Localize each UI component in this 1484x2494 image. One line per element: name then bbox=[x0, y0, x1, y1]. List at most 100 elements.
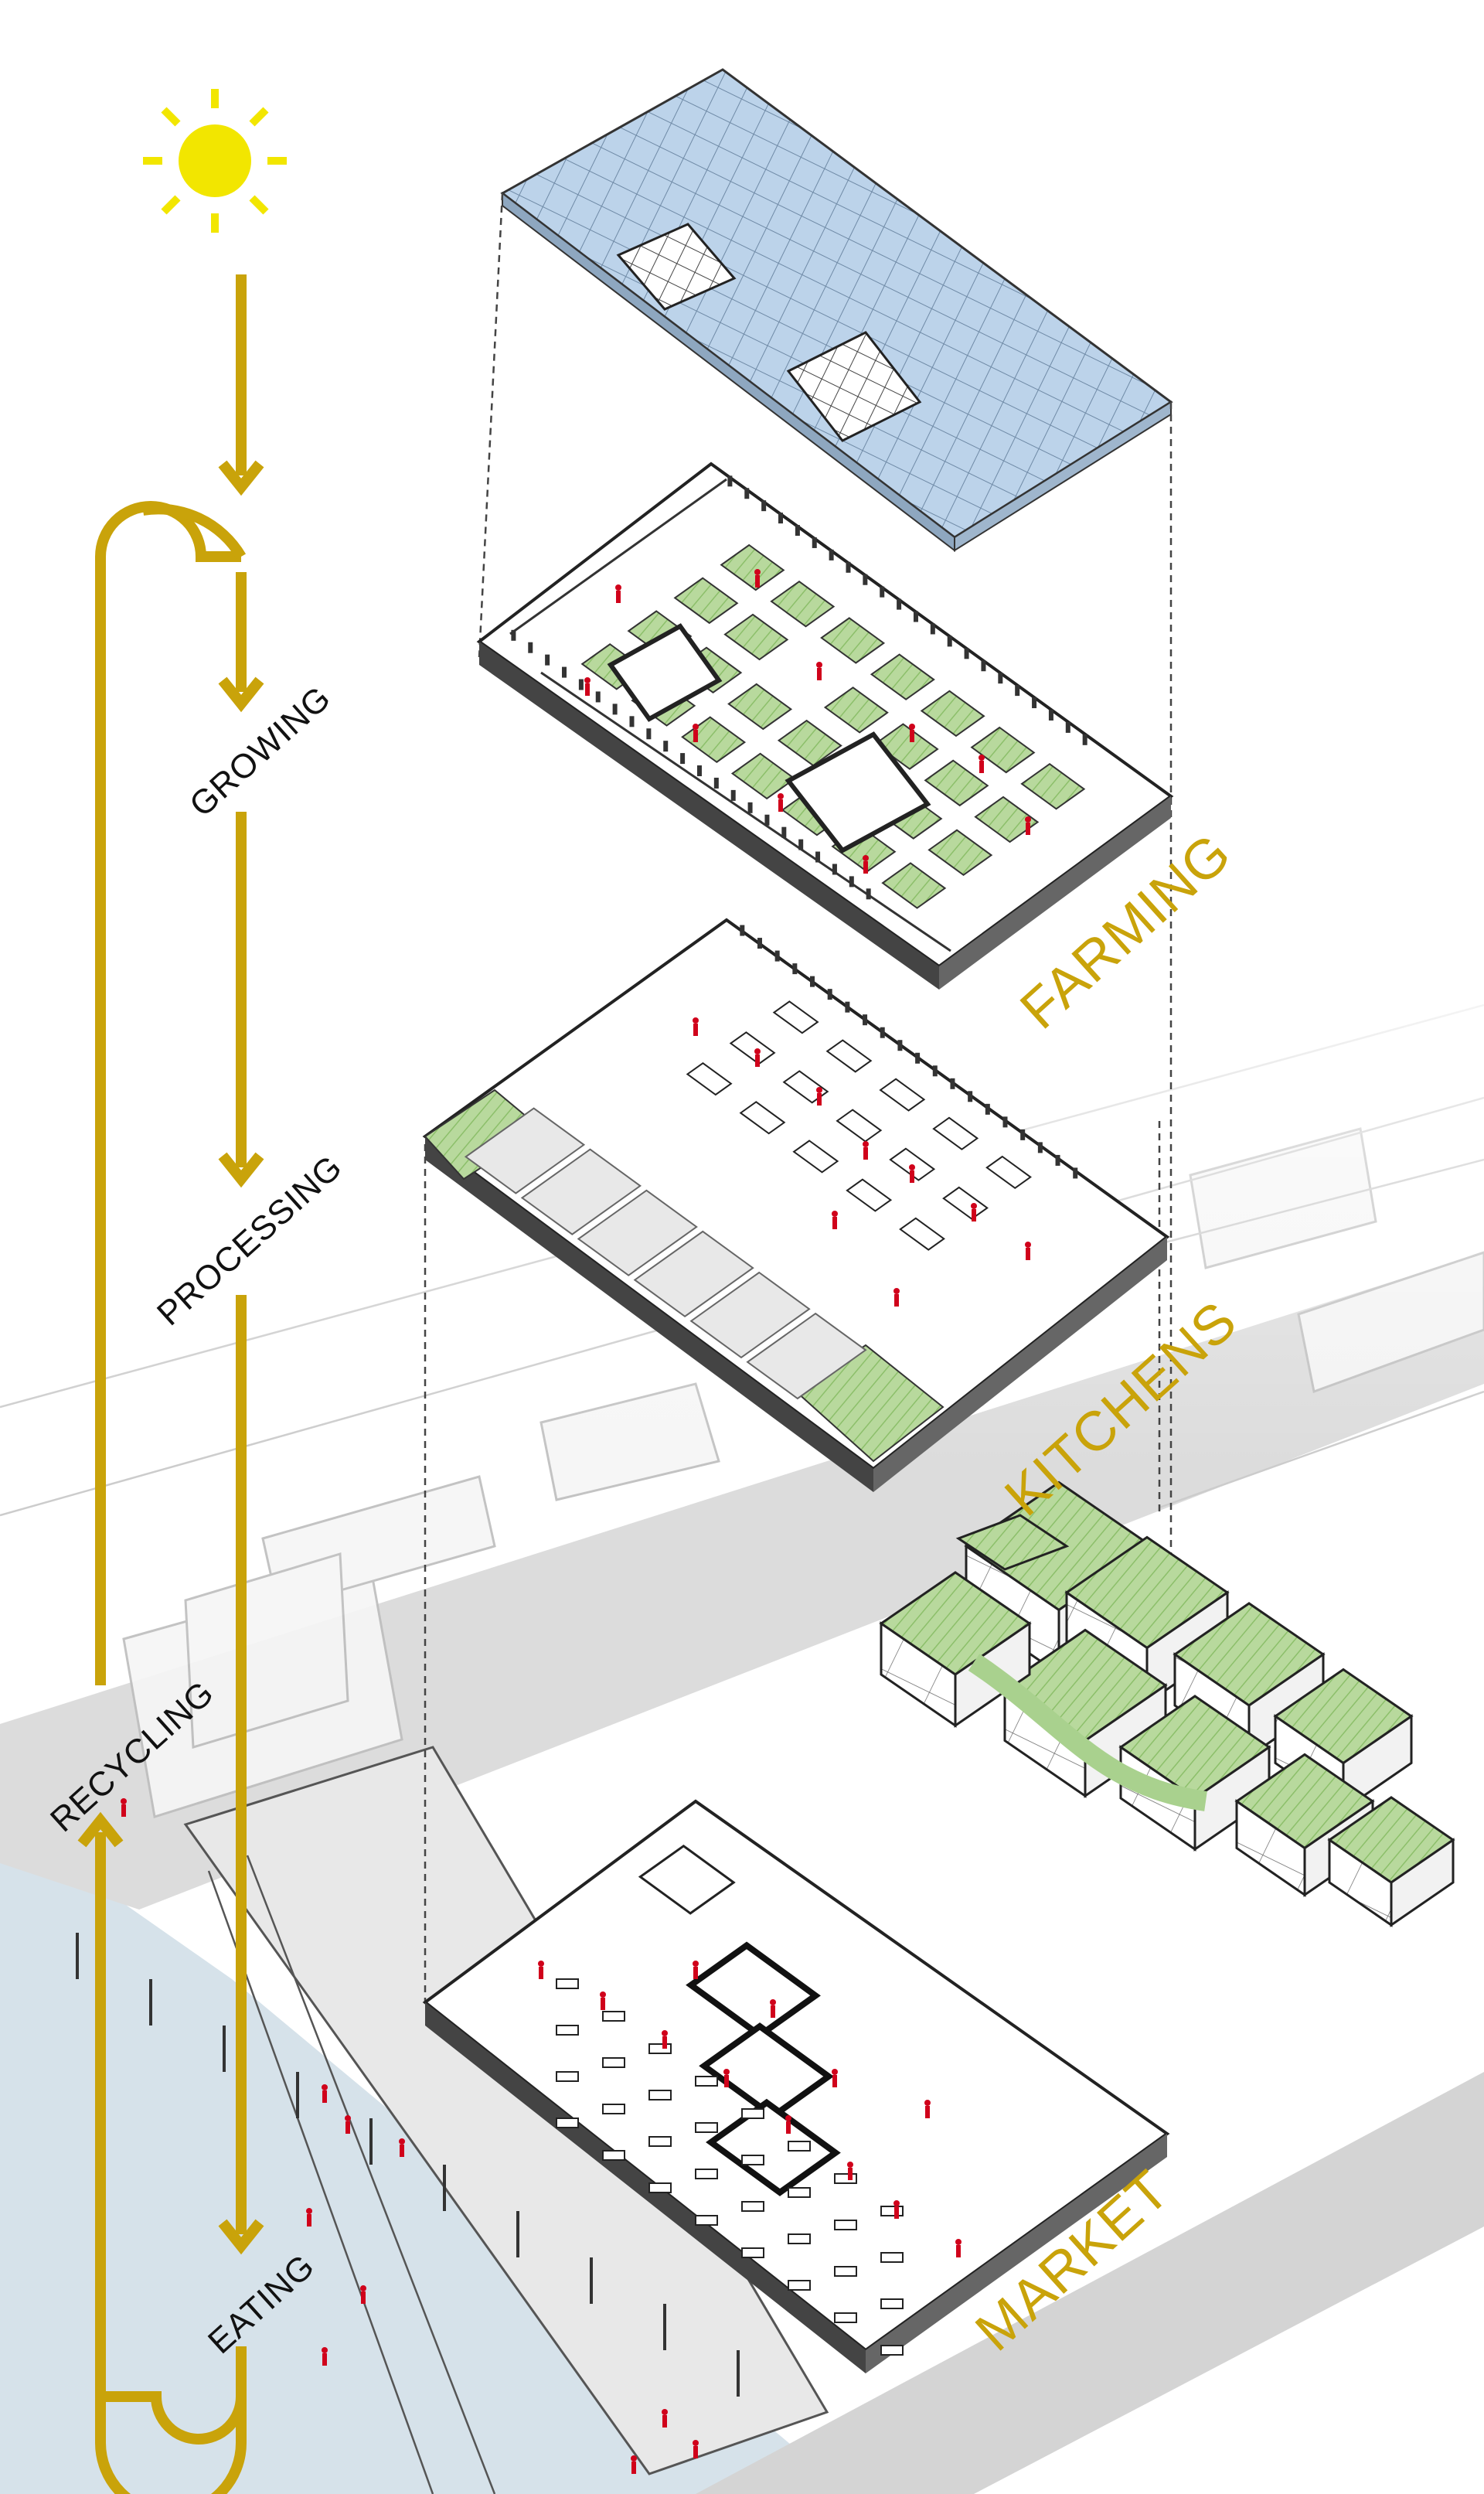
facade-mullion bbox=[832, 864, 837, 875]
person-figure bbox=[893, 1288, 900, 1294]
facade-mullion bbox=[795, 525, 800, 537]
facade-mullion bbox=[846, 561, 851, 573]
planting-bed bbox=[823, 687, 889, 734]
facade-mullion bbox=[815, 851, 821, 863]
facade-mullion bbox=[744, 488, 750, 499]
person-figure bbox=[755, 575, 760, 588]
person-figure bbox=[924, 2100, 931, 2106]
facade-mullion bbox=[727, 475, 733, 487]
market-table bbox=[648, 2043, 672, 2054]
person-figure bbox=[972, 1209, 976, 1221]
market-table bbox=[556, 2025, 579, 2036]
kitchen-workstation bbox=[899, 1217, 945, 1251]
market-table bbox=[788, 2187, 811, 2198]
facade-mullion bbox=[1055, 1154, 1060, 1166]
facade-mullion bbox=[981, 660, 986, 672]
market-table bbox=[556, 2118, 579, 2128]
person-figure bbox=[693, 724, 699, 730]
person-figure bbox=[971, 1203, 977, 1209]
facade-mullion bbox=[985, 1103, 990, 1115]
roof-skylight-opening bbox=[616, 223, 737, 311]
arrow-down-icon bbox=[218, 676, 264, 713]
facade-mullion bbox=[740, 925, 745, 936]
lower-street bbox=[696, 2072, 1484, 2494]
facade-mullion bbox=[511, 629, 516, 641]
kitchen-workstation bbox=[739, 1101, 786, 1135]
person-figure bbox=[322, 2347, 328, 2353]
kitchen-workstation bbox=[846, 1178, 893, 1212]
facade-mullion bbox=[897, 1040, 903, 1051]
market-table bbox=[602, 2057, 625, 2068]
person-figure bbox=[785, 2115, 791, 2121]
planting-bed bbox=[970, 726, 1036, 774]
facade-mullion bbox=[730, 789, 736, 801]
market-table bbox=[741, 2247, 764, 2258]
facade-mullion bbox=[713, 777, 719, 789]
planting-bed bbox=[974, 796, 1040, 843]
market-table bbox=[788, 2233, 811, 2244]
person-figure bbox=[662, 2030, 668, 2036]
facade-mullion bbox=[761, 500, 767, 512]
person-figure bbox=[925, 2106, 930, 2118]
person-figure bbox=[539, 1967, 543, 1979]
person-figure bbox=[863, 1141, 869, 1147]
person-figure bbox=[1025, 816, 1031, 823]
facade-mullion bbox=[880, 1027, 885, 1038]
facade-mullion bbox=[778, 513, 784, 524]
person-figure bbox=[832, 1211, 838, 1217]
kitchen-workstation bbox=[772, 1000, 819, 1034]
facade-mullion bbox=[913, 611, 918, 622]
kitchen-workstation bbox=[932, 1116, 979, 1150]
facade-mullion bbox=[880, 586, 885, 598]
person-figure bbox=[693, 2440, 699, 2446]
person-figure bbox=[600, 1991, 606, 1998]
planting-bed bbox=[873, 723, 939, 770]
facade-mullion bbox=[528, 642, 533, 653]
person-figure bbox=[894, 1294, 899, 1307]
market-hall-box bbox=[706, 2098, 841, 2196]
kitchen-workstation bbox=[686, 1061, 733, 1096]
facade-mullion bbox=[1082, 734, 1087, 745]
arrow-down-icon bbox=[218, 1152, 264, 1188]
arrow-down-icon bbox=[218, 2219, 264, 2255]
facade-mullion bbox=[845, 1001, 850, 1013]
person-figure bbox=[361, 2291, 366, 2304]
market-table bbox=[602, 2011, 625, 2022]
person-figure bbox=[894, 2206, 899, 2219]
person-figure bbox=[754, 1048, 761, 1054]
market-table bbox=[648, 2090, 672, 2100]
person-figure bbox=[693, 730, 698, 742]
planting-bed bbox=[870, 653, 935, 700]
green-roof-block bbox=[955, 1514, 1070, 1571]
facade-mullion bbox=[747, 802, 753, 813]
market-table bbox=[788, 2141, 811, 2152]
person-figure bbox=[832, 2075, 837, 2087]
planting-bed bbox=[673, 577, 739, 625]
facade-mullion bbox=[947, 635, 952, 647]
person-figure bbox=[345, 2115, 351, 2121]
market-table bbox=[741, 2155, 764, 2165]
arrow-up-icon bbox=[77, 1811, 124, 1848]
facade-mullion bbox=[680, 753, 686, 765]
person-figure bbox=[538, 1961, 544, 1967]
person-figure bbox=[832, 1217, 837, 1229]
glass-roof bbox=[500, 68, 1173, 553]
planting-bed bbox=[770, 580, 836, 628]
planting-bed bbox=[720, 543, 785, 591]
facade-mullion bbox=[812, 537, 817, 548]
kitchen-workstation bbox=[985, 1155, 1032, 1190]
block-facade bbox=[1390, 1838, 1455, 1927]
facade-mullion bbox=[792, 963, 798, 975]
person-figure bbox=[399, 2138, 405, 2145]
person-figure bbox=[585, 683, 590, 696]
market-table bbox=[741, 2201, 764, 2212]
market-table bbox=[695, 2122, 718, 2133]
facade-mullion bbox=[998, 673, 1003, 684]
person-figure bbox=[615, 584, 621, 591]
market-table bbox=[834, 2312, 857, 2323]
facade-mullion bbox=[774, 950, 780, 962]
person-figure bbox=[306, 2208, 312, 2214]
person-figure bbox=[979, 755, 985, 761]
person-figure bbox=[631, 2455, 637, 2462]
